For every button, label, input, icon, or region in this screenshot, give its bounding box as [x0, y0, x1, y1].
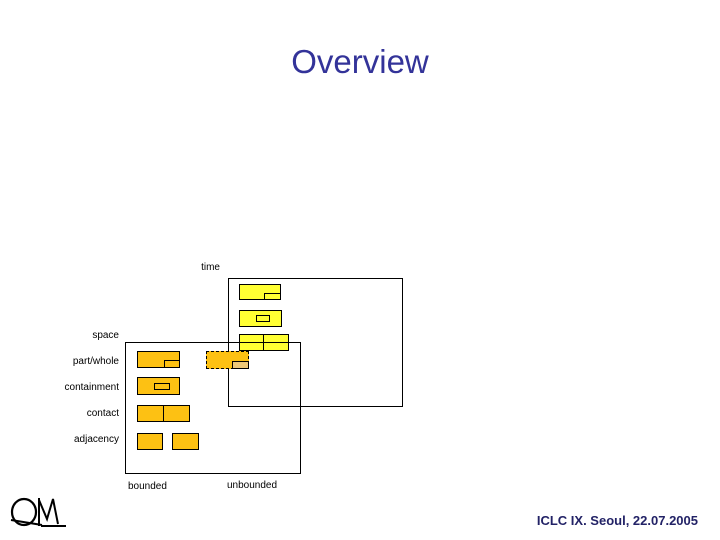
space-adjacency-left-shape — [137, 433, 163, 450]
qm-monogram-logo-icon — [10, 497, 66, 527]
row-label-containment: containment — [64, 382, 119, 393]
space-region-box — [125, 342, 301, 474]
space-contact-left-shape — [137, 405, 164, 422]
unbounded-part-whole-subpart — [232, 361, 249, 369]
time-axis-label: time — [201, 262, 220, 273]
row-label-adjacency: adjacency — [73, 434, 119, 445]
space-axis-label: space — [92, 330, 119, 341]
time-part-whole-subpart — [264, 293, 281, 300]
space-part-whole-subpart — [164, 360, 180, 368]
time-containment-inner — [256, 315, 270, 322]
space-adjacency-right-shape — [172, 433, 199, 450]
footer-citation: ICLC IX. Seoul, 22.07.2005 — [536, 513, 698, 528]
column-label-unbounded: unbounded — [227, 480, 278, 491]
row-label-part-whole: part/whole — [72, 356, 119, 367]
space-contact-right-shape — [163, 405, 190, 422]
space-containment-inner — [154, 383, 170, 390]
slide-title: Overview — [291, 43, 429, 80]
column-label-bounded: bounded — [128, 481, 167, 492]
row-label-contact: contact — [86, 408, 119, 419]
